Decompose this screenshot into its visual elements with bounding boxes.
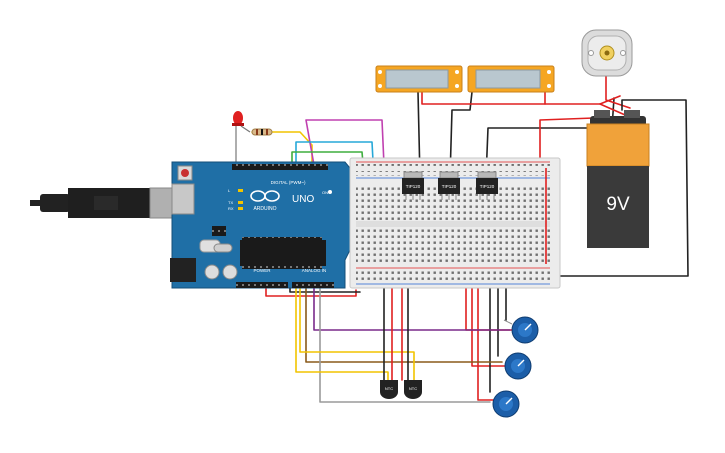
wire-black-battery	[537, 99, 689, 277]
red-led[interactable]	[232, 111, 251, 165]
transistor-3-label: TIP120	[480, 184, 495, 189]
wire-pot3-red	[477, 283, 495, 401]
transistor-2[interactable]: TIP120	[438, 171, 460, 200]
led-label-rx: RX	[228, 206, 234, 211]
wire-yellow-2	[299, 285, 415, 381]
arduino-uno-board[interactable]: DIGITAL (PWM~) ARDUINO UNO L TX RX ON PO…	[170, 161, 351, 289]
display-module-2[interactable]	[467, 65, 555, 93]
digital-header-label: DIGITAL (PWM~)	[271, 180, 306, 185]
power-jack[interactable]	[170, 258, 196, 282]
usb-port[interactable]	[171, 183, 195, 215]
resistor[interactable]	[251, 128, 273, 136]
ntc-sensor-2-label: NTC	[409, 386, 417, 391]
wire-red-top1	[421, 91, 621, 105]
wire-gray	[319, 285, 491, 403]
wire-tr2-panel2	[449, 91, 473, 179]
usb-cable	[30, 187, 175, 219]
analog-header[interactable]	[292, 282, 334, 288]
wire-led-resistor	[251, 131, 313, 166]
ntc-sensor-1-label: NTC	[385, 386, 393, 391]
potentiometer-2[interactable]	[504, 352, 532, 380]
dc-motor[interactable]	[581, 29, 633, 77]
transistor-3[interactable]: TIP120	[476, 171, 498, 200]
wire-red-motor	[605, 75, 631, 109]
transistor-2-label: TIP120	[442, 184, 457, 189]
arduino-logo	[250, 190, 280, 202]
transistor-1-label: TIP120	[406, 184, 421, 189]
wire-red-bb-top	[539, 117, 595, 171]
led-label-l: L	[228, 188, 231, 193]
power-label: POWER	[253, 268, 271, 273]
wire-purple	[313, 285, 511, 331]
ntc-sensor-1[interactable]: NTC	[380, 380, 398, 399]
wire-tr3-motor	[485, 97, 615, 179]
analog-label: ANALOG IN	[302, 268, 327, 273]
display-module-1[interactable]	[375, 65, 463, 93]
battery-9v[interactable]: 9V	[586, 110, 650, 248]
transistor-1[interactable]: TIP120	[402, 171, 424, 200]
arduino-model: UNO	[292, 194, 314, 205]
power-header[interactable]	[236, 282, 288, 288]
potentiometer-1[interactable]	[503, 316, 539, 344]
digital-header[interactable]	[232, 164, 328, 170]
wire-yellow-1	[295, 285, 389, 381]
atmega-chip	[240, 240, 326, 266]
wire-brown	[305, 285, 503, 363]
arduino-brand: ARDUINO	[253, 206, 276, 212]
wire-pot1-red	[465, 283, 513, 331]
battery-label: 9V	[606, 194, 630, 215]
on-label: ON	[322, 190, 328, 195]
wire-pot2-red	[471, 283, 507, 367]
ntc-sensor-2[interactable]: NTC	[404, 380, 422, 399]
potentiometer-3[interactable]	[492, 390, 520, 418]
led-label-tx: TX	[228, 200, 233, 205]
wire-arduino-5v	[265, 285, 357, 297]
